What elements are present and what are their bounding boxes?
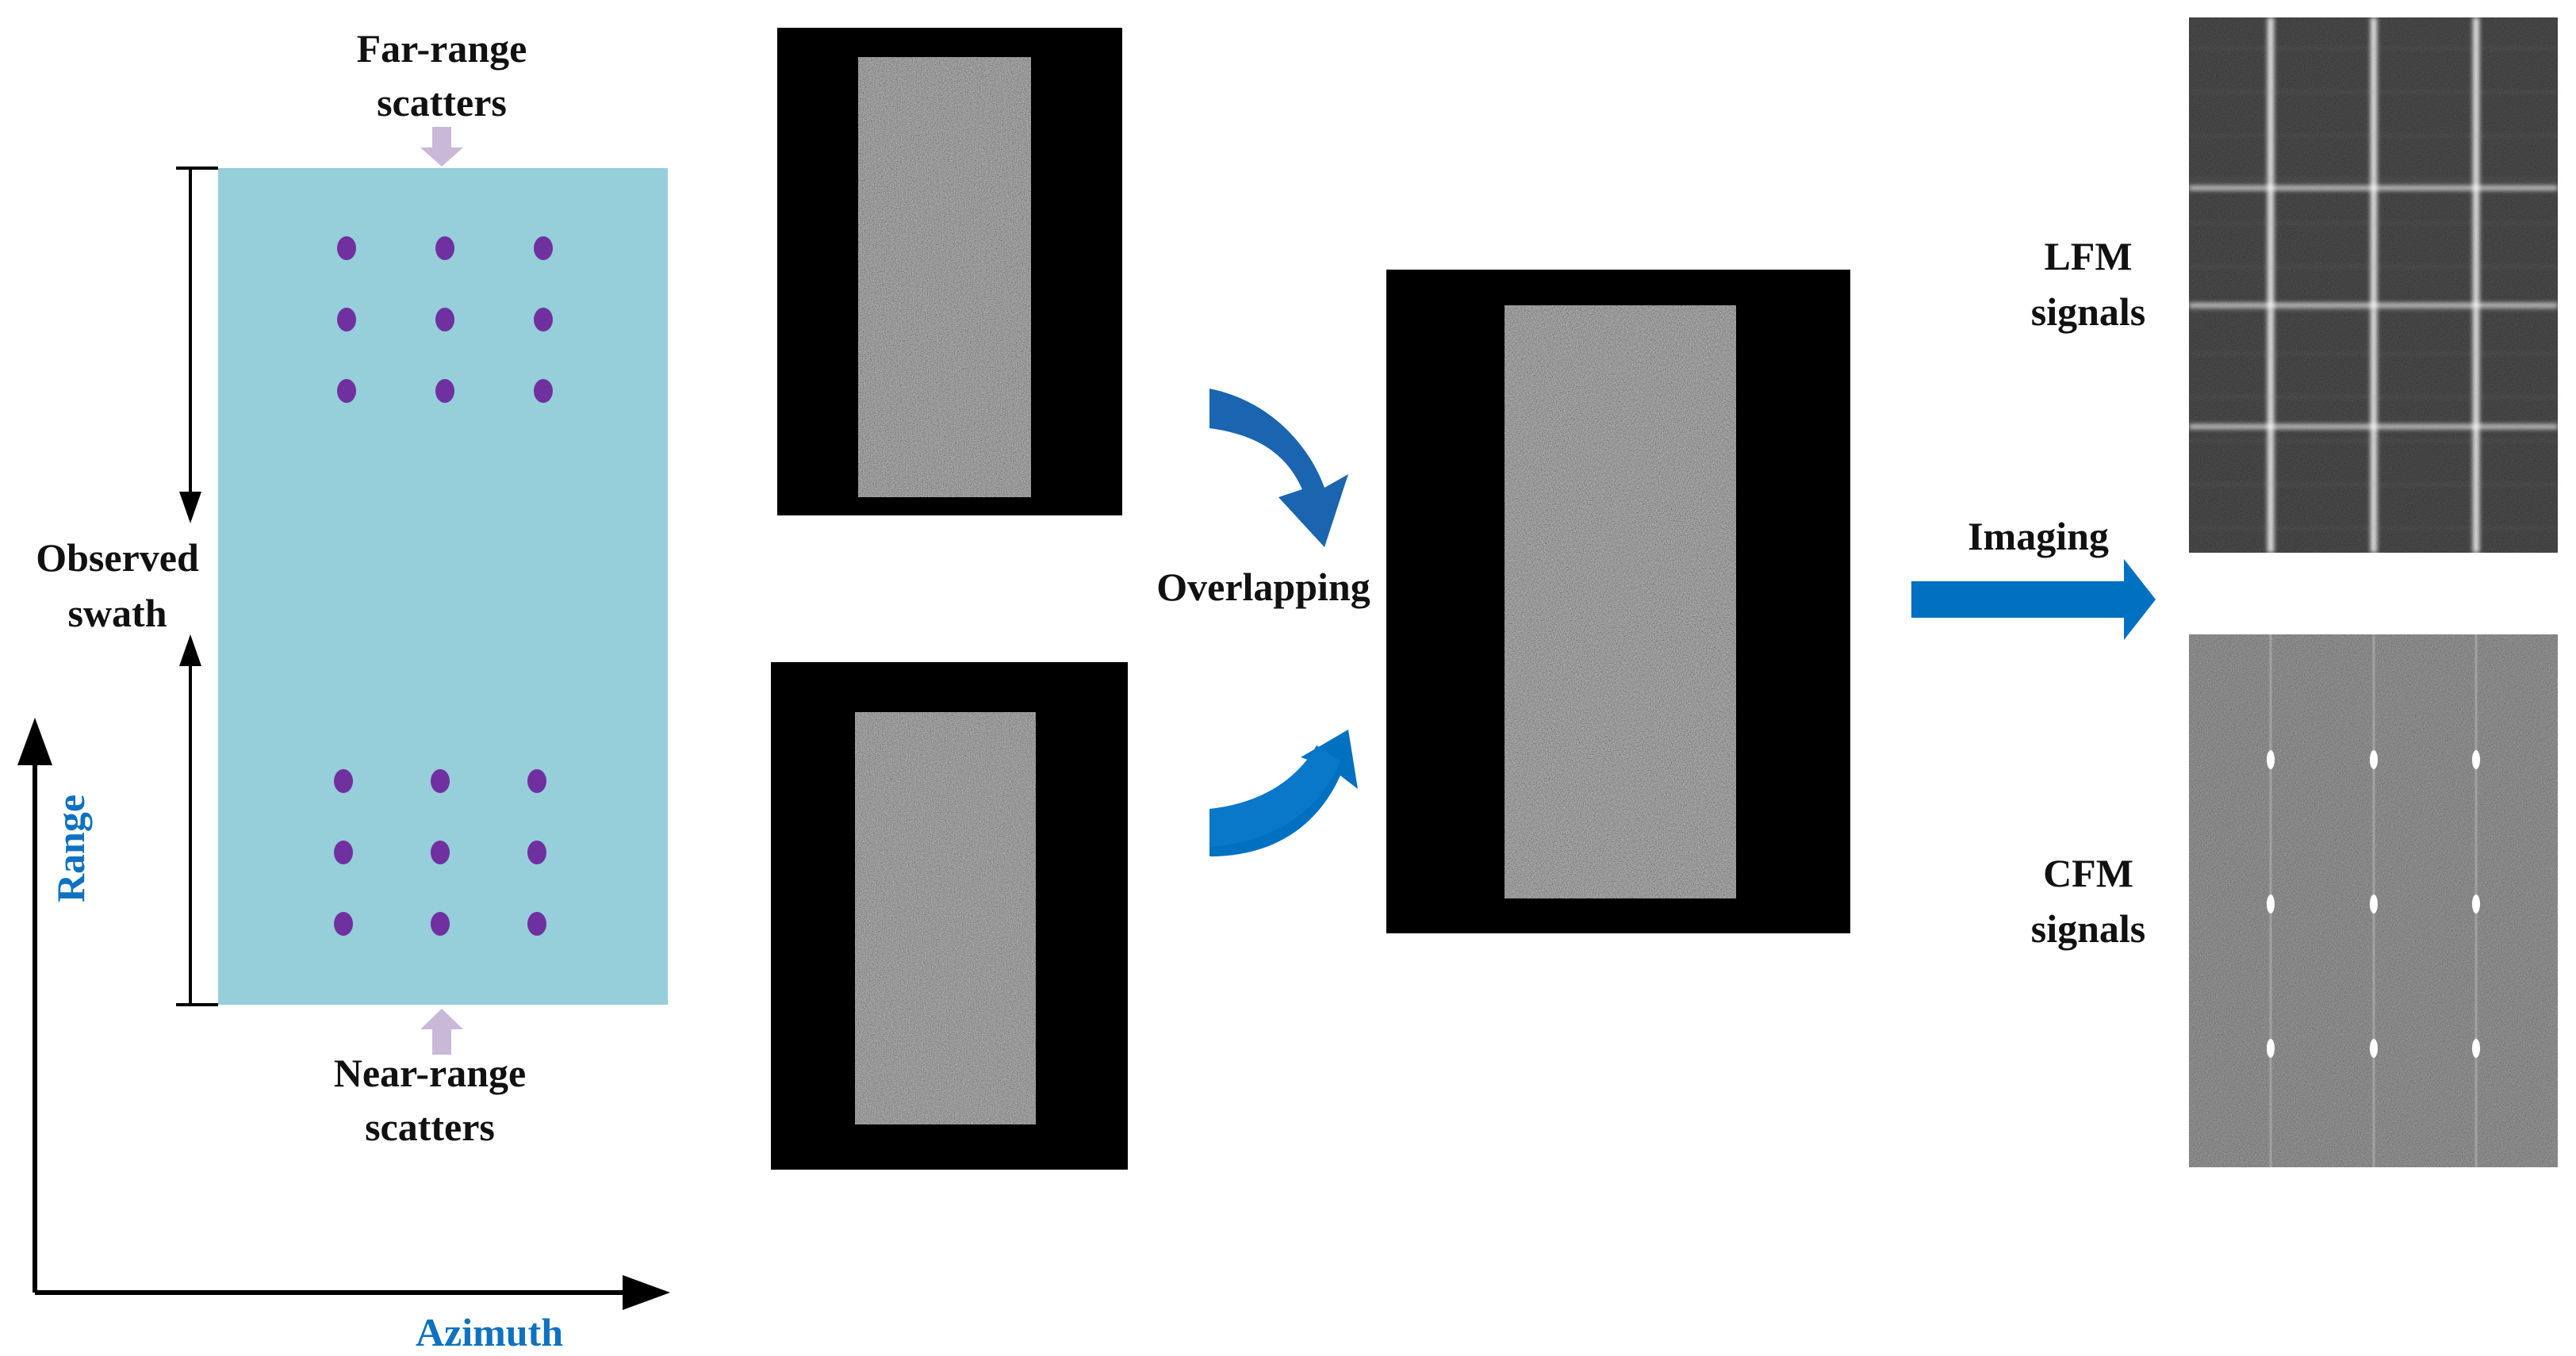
- far-scatter-dot: [435, 236, 454, 260]
- observed-swath-label-line2: swath: [67, 591, 167, 635]
- lfm-sidelobe: [2189, 48, 2558, 49]
- lfm-horizontal-streak: [2189, 424, 2558, 429]
- cfm-point-target: [2370, 894, 2378, 914]
- far-range-marker-icon: [420, 127, 463, 167]
- cfm-point-target: [2267, 750, 2275, 769]
- cfm-point-target: [2267, 1039, 2275, 1058]
- swath-rectangle: [218, 168, 668, 1005]
- swath-section: Far-range scatters Near-range scatters O…: [36, 26, 668, 1149]
- lfm-sidelobe: [2189, 266, 2558, 267]
- cfm-label-line1: CFM: [2043, 851, 2133, 895]
- near-scatter-dot: [334, 912, 353, 936]
- near-scatter-dot: [527, 769, 546, 793]
- far-scatter-dot: [337, 308, 356, 331]
- near-scatter-dot: [527, 841, 546, 864]
- cfm-point-target: [2370, 1039, 2378, 1058]
- overlap-arrow-top-icon: [1209, 389, 1348, 547]
- lfm-horizontal-streak: [2189, 303, 2558, 308]
- cfm-point-target: [2370, 750, 2378, 769]
- lfm-sidelobe: [2189, 178, 2558, 180]
- lfm-sidelobe: [2189, 91, 2558, 93]
- far-scatter-dot: [534, 236, 553, 260]
- lfm-sidelobe: [2189, 135, 2558, 136]
- near-scatter-dot: [431, 769, 450, 793]
- echo-image-top: [777, 28, 1122, 515]
- far-scatter-dot: [534, 379, 553, 403]
- near-scatter-dot: [527, 912, 546, 936]
- lfm-vertical-streak: [2473, 17, 2479, 553]
- lfm-horizontal-streak: [2189, 186, 2558, 190]
- near-scatter-dot: [334, 769, 353, 793]
- imaging-arrow-icon: [1911, 559, 2156, 640]
- swath-arrow-up-icon: [179, 634, 201, 666]
- near-scatter-dot: [334, 841, 353, 864]
- lfm-sidelobe: [2189, 440, 2558, 442]
- overlapped-echo-image: [1386, 270, 1850, 933]
- near-range-marker-icon: [420, 1009, 463, 1055]
- near-scatter-dot: [431, 912, 450, 936]
- cfm-point-target: [2472, 750, 2480, 769]
- overlap-arrow-bottom-icon: [1209, 730, 1358, 856]
- lfm-image: [2189, 17, 2558, 553]
- far-range-label-line2: scatters: [377, 80, 507, 124]
- cfm-label-line2: signals: [2031, 906, 2146, 951]
- cfm-image: [2189, 634, 2558, 1167]
- echo-image-bottom: [771, 662, 1128, 1170]
- near-scatter-group: [334, 769, 546, 936]
- swath-dimension-marker: [176, 167, 218, 1006]
- far-scatter-dot: [435, 379, 454, 403]
- imaging-label: Imaging: [1968, 514, 2109, 558]
- near-range-label-line2: scatters: [365, 1105, 495, 1149]
- far-scatter-dot: [534, 308, 553, 331]
- azimuth-axis-arrow-icon: [623, 1275, 670, 1310]
- lfm-sidelobe: [2189, 309, 2558, 311]
- cfm-point-target: [2472, 1039, 2480, 1058]
- lfm-label-line2: signals: [2031, 289, 2146, 334]
- lfm-sidelobe: [2189, 222, 2558, 224]
- lfm-label-line1: LFM: [2044, 234, 2132, 278]
- near-scatter-dot: [431, 841, 450, 864]
- cfm-point-target: [2472, 894, 2480, 914]
- range-axis-label: Range: [48, 795, 93, 902]
- far-scatter-group: [337, 236, 553, 403]
- lfm-sidelobe: [2189, 527, 2558, 529]
- azimuth-axis-label: Azimuth: [416, 1310, 563, 1354]
- lfm-sidelobe: [2189, 396, 2558, 398]
- far-scatter-dot: [337, 379, 356, 403]
- coordinate-axes: Range Azimuth: [17, 718, 670, 1354]
- lfm-sidelobe: [2189, 484, 2558, 485]
- range-axis-arrow-icon: [17, 718, 52, 765]
- far-scatter-dot: [435, 308, 454, 331]
- lfm-vertical-streak: [2371, 17, 2377, 553]
- lfm-sidelobe: [2189, 353, 2558, 354]
- far-scatter-dot: [337, 236, 356, 260]
- swath-arrow-down-icon: [179, 492, 201, 523]
- lfm-vertical-streak: [2267, 17, 2274, 553]
- overlapping-label: Overlapping: [1156, 565, 1370, 609]
- far-range-label-line1: Far-range: [357, 26, 527, 71]
- cfm-point-target: [2267, 894, 2275, 914]
- near-range-label-line1: Near-range: [334, 1051, 526, 1095]
- observed-swath-label-line1: Observed: [36, 535, 199, 580]
